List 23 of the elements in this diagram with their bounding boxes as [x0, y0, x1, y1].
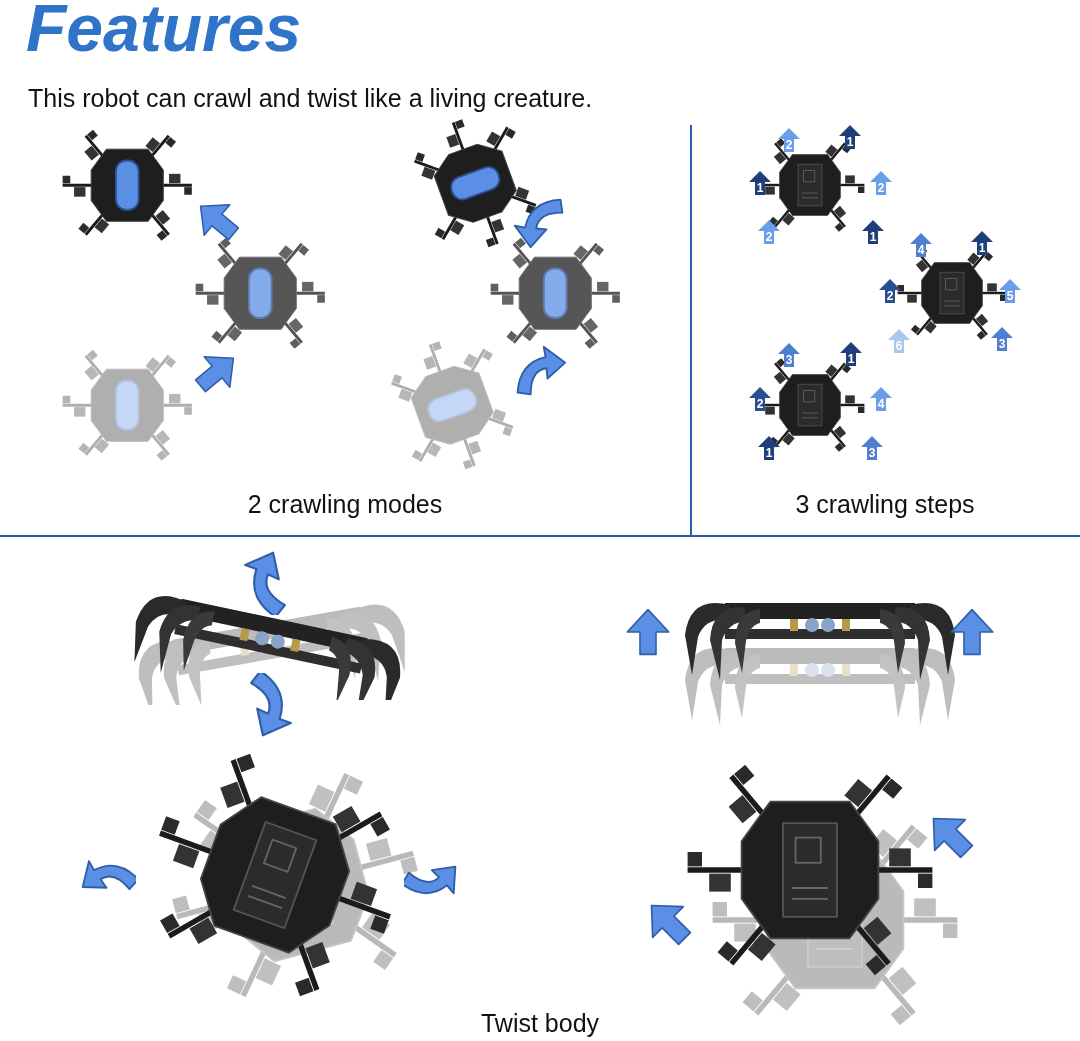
step-number-arrow: 2: [870, 171, 892, 195]
step-number-arrow: 4: [910, 233, 932, 257]
step-number-arrow: 3: [991, 327, 1013, 351]
step-number-arrow: 4: [870, 387, 892, 411]
step-number-arrow: 3: [861, 436, 883, 460]
title: Features: [26, 0, 302, 65]
section-caption: Twist body: [480, 1008, 600, 1040]
section-caption: 3 crawling steps: [795, 489, 975, 521]
section-caption: 2 crawling modes: [247, 489, 443, 521]
step-number-arrow: 1: [749, 171, 771, 195]
step-number-arrow: 1: [862, 220, 884, 244]
step-number-arrow: 2: [758, 220, 780, 244]
step-number-arrow: 2: [879, 279, 901, 303]
step-number-arrow: 2: [778, 128, 800, 152]
step-number-arrow: 1: [839, 125, 861, 149]
step-number-arrow: 1: [840, 342, 862, 366]
step-number-arrow: 5: [999, 279, 1021, 303]
step-number-arrow: 6: [888, 329, 910, 353]
step-number-arrow: 2: [749, 387, 771, 411]
step-number-arrow: 1: [971, 231, 993, 255]
step-number-arrow: 3: [778, 343, 800, 367]
subtitle: This robot can crawl and twist like a living creature.: [28, 83, 593, 114]
step-number-arrow: 1: [758, 436, 780, 460]
